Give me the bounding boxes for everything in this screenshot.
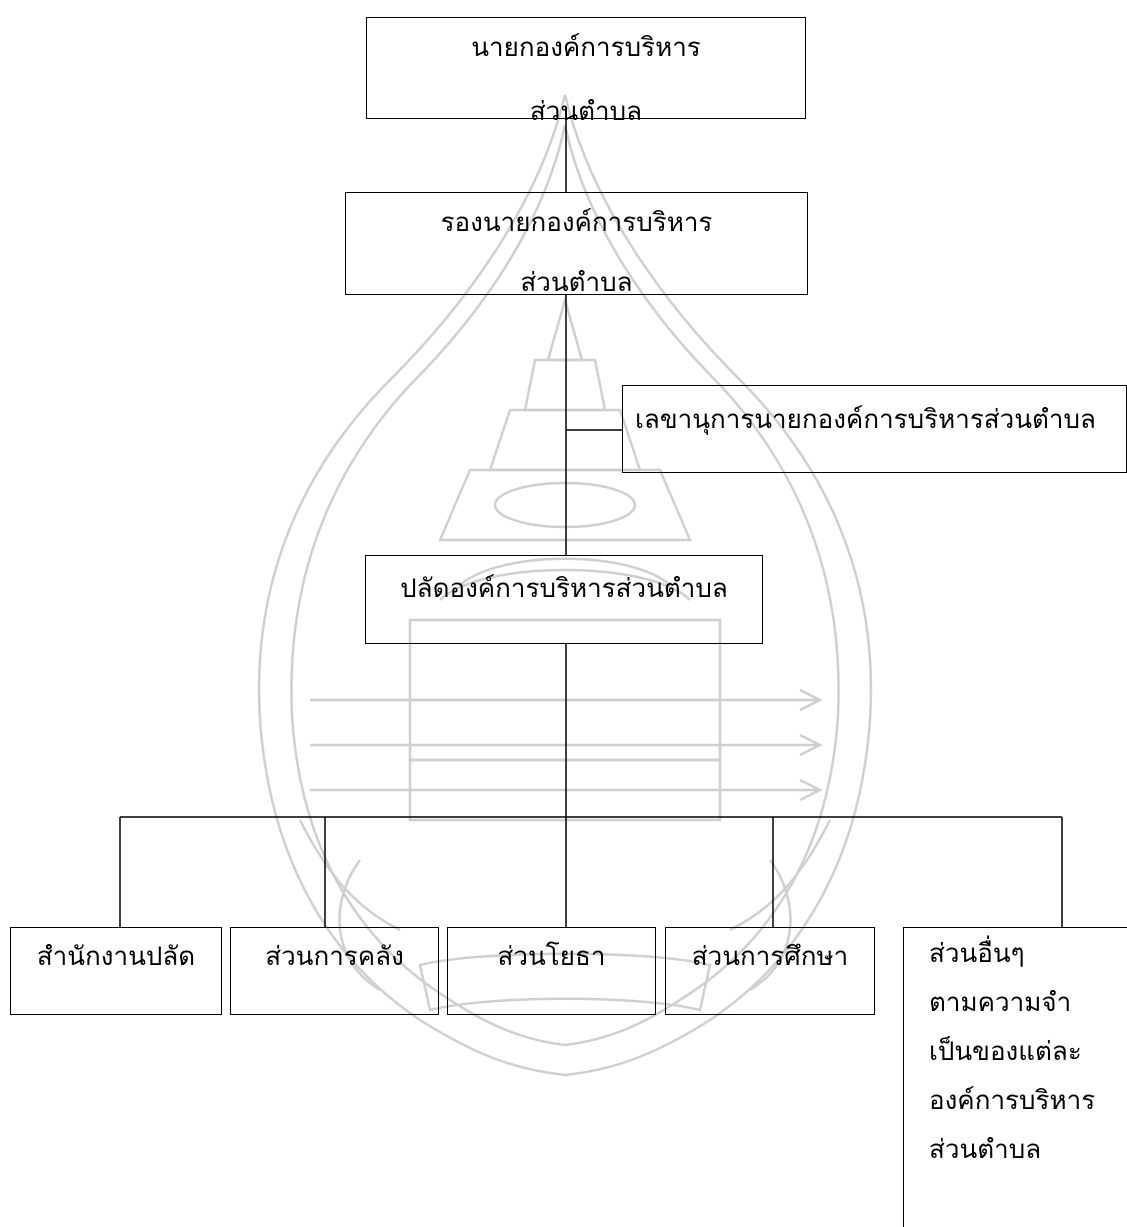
department-box-public-works: ส่วนโยธา: [447, 927, 656, 1015]
department-label: สำนักงานปลัด: [36, 942, 196, 972]
other-department-label-line1: ส่วนอื่นๆ: [929, 939, 1025, 969]
chief-executive-label-line2: ส่วนตำบล: [529, 96, 643, 127]
other-department-label-line3: เป็นของแต่ละ: [929, 1037, 1082, 1067]
other-department-box: ส่วนอื่นๆ ตามความจำ เป็นของแต่ละ องค์การ…: [903, 927, 1127, 1227]
deputy-chief-box: รองนายกองค์การบริหาร ส่วนตำบล: [345, 192, 808, 298]
chief-executive-box: นายกองค์การบริหาร ส่วนตำบล: [366, 17, 806, 127]
other-department-label-line4: องค์การบริหาร: [929, 1086, 1096, 1116]
other-department-label-line5: ส่วนตำบล: [929, 1135, 1042, 1165]
department-label: ส่วนการคลัง: [265, 942, 404, 972]
department-label: ส่วนโยธา: [497, 942, 606, 972]
department-box-finance: ส่วนการคลัง: [230, 927, 439, 1015]
department-box-office: สำนักงานปลัด: [10, 927, 222, 1015]
department-box-education: ส่วนการศึกษา: [665, 927, 875, 1015]
department-label: ส่วนการศึกษา: [691, 942, 849, 972]
secretary-box: เลขานุการนายกองค์การบริหารส่วนตำบล: [622, 385, 1127, 473]
deputy-chief-label-line1: รองนายกองค์การบริหาร: [440, 208, 713, 238]
secretary-label: เลขานุการนายกองค์การบริหารส่วนตำบล: [635, 405, 1096, 435]
other-department-label-line2: ตามความจำ: [929, 988, 1072, 1018]
chief-executive-label-line1: นายกองค์การบริหาร: [471, 33, 701, 63]
chief-administrator-label: ปลัดองค์การบริหารส่วนตำบล: [400, 574, 728, 604]
chief-administrator-box: ปลัดองค์การบริหารส่วนตำบล: [365, 555, 763, 644]
deputy-chief-label-line2: ส่วนตำบล: [520, 267, 633, 298]
